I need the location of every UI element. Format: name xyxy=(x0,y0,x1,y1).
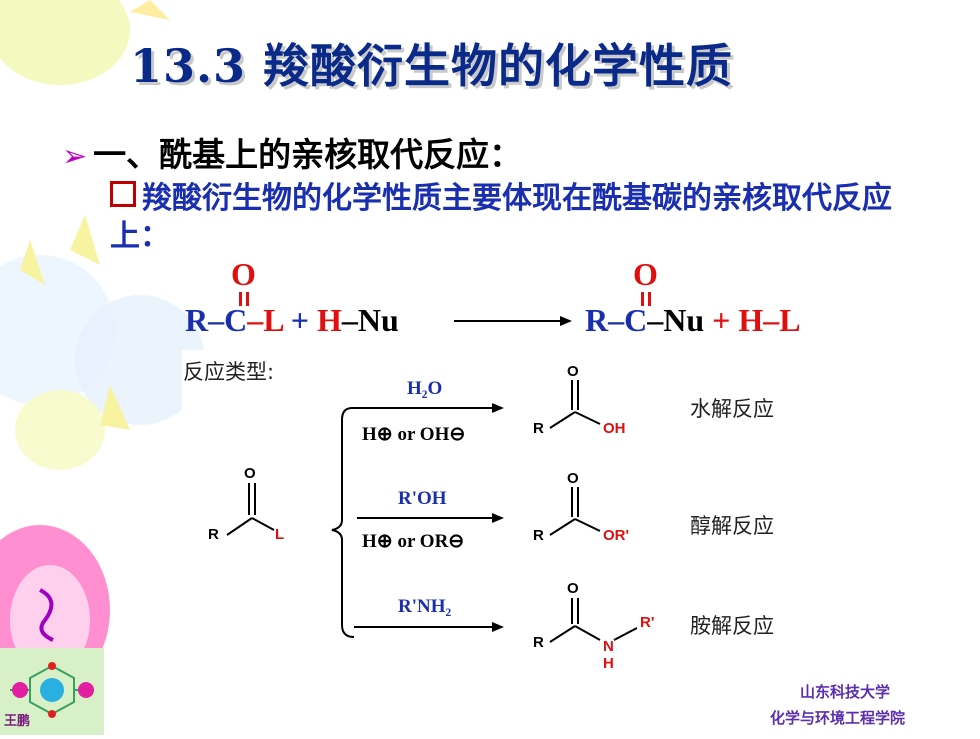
reaction-1-name: 水解反应 xyxy=(690,397,774,421)
reaction-1-reagent-bottom: H⊕ or OH⊖ xyxy=(362,424,466,445)
product-3-n: N xyxy=(603,638,614,655)
general-equation-lhs: R–C–L + H–Nu xyxy=(185,302,399,339)
product-1-oh: OH xyxy=(603,420,626,437)
eq-rhs-double-bond-2 xyxy=(648,292,651,306)
eq-lhs-c: C xyxy=(224,302,248,338)
intro-paragraph: 羧酸衍生物的化学性质主要体现在酰基碳的亲核取代反应上： xyxy=(110,180,940,256)
reaction-3-name: 胺解反应 xyxy=(690,614,774,638)
general-equation-rhs: R–C–Nu + H–L xyxy=(585,302,801,339)
reaction-2-reagent-bottom: H⊕ or OR⊖ xyxy=(362,531,465,552)
reaction-scheme xyxy=(182,350,822,670)
reaction-2-name: 醇解反应 xyxy=(690,514,774,538)
product-1-r: R xyxy=(533,420,544,437)
molecule-logo-icon xyxy=(10,662,94,718)
author-name: 王鹏 xyxy=(4,714,31,729)
reaction-2-reagent-top: R'OH xyxy=(398,488,447,509)
eq-nu: –Nu xyxy=(341,302,399,338)
footer-school: 化学与环境工程学院 xyxy=(770,709,906,727)
substrate-o: O xyxy=(244,465,256,482)
section-heading: ➢一、酰基上的亲核取代反应： xyxy=(62,128,522,176)
eq-lhs-double-bond-1 xyxy=(239,292,242,306)
eq-lhs-carbonyl-o: O xyxy=(231,256,256,292)
scheme-bonds xyxy=(226,380,638,643)
eq-rhs-r: R– xyxy=(585,302,625,338)
reaction-types-label: 反应类型: xyxy=(183,360,275,384)
page-title: 13.3 羧酸衍生物的化学性质 xyxy=(130,39,734,93)
eq-rhs-c: C xyxy=(624,302,648,338)
product-2-r: R xyxy=(533,527,544,544)
product-3-r-prime: R' xyxy=(640,614,655,631)
footer-university: 山东科技大学 xyxy=(800,683,891,701)
product-1-o: O xyxy=(567,363,579,380)
eq-lhs-double-bond-2 xyxy=(246,292,249,306)
eq-plus-1: + xyxy=(282,302,318,338)
product-2-or: OR' xyxy=(603,527,630,544)
substrate-r: R xyxy=(208,526,219,543)
author-badge: 王鹏 xyxy=(0,648,104,735)
eq-h: H xyxy=(317,302,342,338)
eq-lhs-l: –L xyxy=(247,302,283,338)
square-bullet-icon xyxy=(110,181,136,207)
reaction-1-reagent-top: H₂O xyxy=(407,378,443,399)
eq-rhs-nu: –Nu xyxy=(647,302,705,338)
eq-lhs-r: R– xyxy=(185,302,225,338)
substrate-l: L xyxy=(275,526,285,543)
reaction-arrow xyxy=(454,316,572,326)
eq-rhs-double-bond-1 xyxy=(641,292,644,306)
eq-plus-2: + xyxy=(704,302,739,338)
eq-hl: H–L xyxy=(738,302,801,338)
arrow-bullet-icon: ➢ xyxy=(62,139,88,174)
reaction-3-reagent-top: R'NH₂ xyxy=(398,596,452,617)
section-heading-text: 一、酰基上的亲核取代反应： xyxy=(93,135,523,174)
product-3-r: R xyxy=(533,634,544,651)
product-3-o: O xyxy=(567,580,579,597)
eq-rhs-carbonyl-o: O xyxy=(633,256,658,292)
product-3-h: H xyxy=(603,655,614,672)
intro-paragraph-text: 羧酸衍生物的化学性质主要体现在酰基碳的亲核取代反应上： xyxy=(110,181,892,254)
product-2-o: O xyxy=(567,470,579,487)
